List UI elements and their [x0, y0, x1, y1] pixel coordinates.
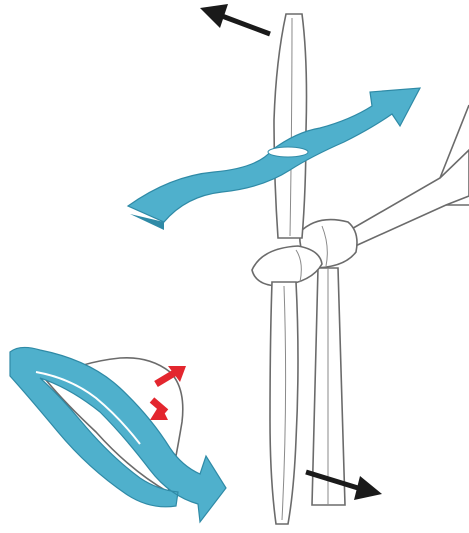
turbine-blade-bottom	[269, 281, 299, 525]
lift-force-arrow-lower	[149, 397, 169, 420]
rotation-arrow-bottom	[305, 469, 382, 500]
airflow-arrow-top	[126, 87, 422, 230]
lift-force-arrows	[149, 366, 186, 420]
rotation-arrow-top	[200, 4, 271, 37]
turbine-hub	[251, 245, 323, 287]
turbine-tower	[311, 267, 346, 506]
airflow-arrow-airfoil	[9, 346, 227, 524]
turbine-blade-top	[273, 13, 308, 239]
lift-force-arrow-upper	[154, 366, 186, 388]
